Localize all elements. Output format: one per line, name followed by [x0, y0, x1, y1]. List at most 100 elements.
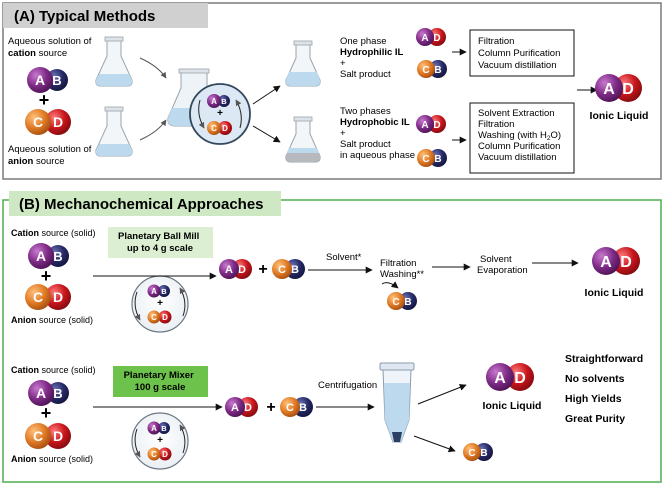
row2-byproduct-cb: B C [463, 443, 493, 461]
lower-purification-steps: Solvent Extraction Filtration Washing (w… [478, 108, 564, 163]
plus-sign: + [39, 90, 50, 110]
row1-anion-label: Anion source (solid) [11, 315, 93, 325]
arrow-cation-to-reactor [139, 57, 167, 79]
mixer-label: Planetary Mixer 100 g scale [124, 370, 197, 393]
lower-purification-box [469, 102, 575, 174]
stir-arrow-right [235, 99, 242, 129]
panel-b-header [9, 191, 281, 216]
svg-text:B: B [53, 249, 62, 264]
ionic-liquid-a: D A [595, 74, 642, 102]
solvent-label: Solvent* [326, 252, 362, 263]
ion-a [27, 67, 53, 93]
centrifugation-label: Centrifugation [318, 380, 377, 391]
ion-c-label: C [33, 114, 43, 130]
ball-mill-label-box [108, 227, 213, 258]
pair-ad-lower: D A [416, 115, 446, 133]
svg-text:A: A [231, 402, 239, 414]
row1-ionic-liquid-label: Ionic Liquid [585, 287, 644, 299]
ion-c [25, 109, 51, 135]
svg-text:A: A [225, 264, 233, 276]
svg-text:D: D [162, 313, 168, 322]
svg-text:B: B [434, 65, 441, 76]
flask-one-phase [285, 40, 321, 87]
svg-text:+: + [41, 266, 52, 286]
svg-text:+: + [157, 435, 163, 446]
svg-text:C: C [286, 402, 294, 414]
panel-a-title: (A) Typical Methods [14, 8, 155, 25]
row2-pair-ab: B A [28, 380, 69, 406]
row2-anion-label: Anion source (solid) [11, 454, 93, 464]
svg-text:D: D [622, 81, 634, 98]
svg-text:A: A [211, 97, 217, 106]
reaction-bubble: B A + D C [189, 83, 251, 145]
svg-text:D: D [433, 120, 440, 131]
arrow-to-one-phase [252, 85, 281, 105]
svg-text:D: D [222, 124, 228, 133]
row1-pair-cb: B C [272, 259, 305, 279]
ion-a-label: A [35, 72, 45, 88]
svg-text:C: C [151, 313, 157, 322]
svg-text:C: C [468, 448, 475, 459]
row2-pair-cd: D C [25, 423, 71, 449]
svg-text:B: B [161, 287, 167, 296]
svg-text:A: A [421, 120, 428, 131]
ball-mill-jar: B A + D C [131, 275, 189, 333]
svg-text:D: D [514, 370, 526, 387]
arrow-to-two-phases [252, 125, 281, 143]
svg-text:A: A [494, 370, 506, 387]
svg-text:C: C [422, 65, 429, 76]
evaporation-label: Solvent Evaporation [477, 254, 528, 276]
row2-arrow-to-byproduct [413, 435, 456, 453]
row1-pair-ab: B A [28, 243, 69, 269]
svg-text:B: B [404, 297, 411, 308]
mixer-jar: B A + D C [131, 412, 189, 470]
svg-text:D: D [53, 428, 63, 444]
svg-text:+: + [266, 399, 275, 416]
row2-pair-cb: B C [280, 397, 313, 417]
row2-cation-label: Cation source (solid) [11, 365, 96, 375]
ion-pair-ab: B A [27, 67, 68, 93]
svg-text:B: B [299, 402, 307, 414]
svg-text:A: A [36, 248, 46, 264]
benefits-list: Straightforward No solvents High Yields … [565, 353, 646, 425]
svg-text:D: D [162, 450, 168, 459]
svg-text:B: B [53, 386, 62, 401]
stir-arrow-left [198, 99, 205, 129]
svg-text:A: A [600, 254, 612, 271]
svg-text:+: + [157, 298, 163, 309]
svg-text:B: B [291, 264, 299, 276]
svg-text:+: + [217, 108, 223, 119]
pair-ad-upper: D A [416, 28, 446, 46]
row2-pair-ad: D A [225, 397, 258, 417]
svg-text:+: + [258, 261, 267, 278]
svg-text:D: D [433, 33, 440, 44]
svg-text:D: D [620, 254, 632, 271]
anion-source-label: Aqueous solution of anion source [8, 144, 94, 167]
svg-text:B: B [161, 424, 167, 433]
panel-b-title: (B) Mechanochemical Approaches [19, 196, 264, 213]
panel-a-header [3, 3, 208, 28]
ion-d-label: D [53, 114, 63, 130]
row1-cation-label: Cation source (solid) [11, 228, 96, 238]
upper-purification-box [469, 29, 575, 77]
row1-byproduct-cb: B C [387, 292, 417, 310]
svg-text:A: A [36, 385, 46, 401]
row2-ionic-liquid-label: Ionic Liquid [483, 400, 542, 412]
row1-pair-cd: D C [25, 284, 71, 310]
svg-text:+: + [41, 403, 52, 423]
svg-text:B: B [221, 97, 227, 106]
row1-pair-ad: D A [219, 259, 252, 279]
svg-text:C: C [151, 450, 157, 459]
upper-route-text: One phase Hydrophilic IL + Salt product [340, 36, 406, 80]
flask-cation [95, 36, 133, 87]
row1-ionic-liquid: D A [592, 247, 640, 275]
pair-cb-lower: B C [417, 149, 447, 167]
flask-anion [95, 106, 133, 157]
mixer-label-box [113, 366, 208, 397]
svg-text:D: D [244, 402, 252, 414]
svg-text:C: C [422, 154, 429, 165]
svg-text:C: C [278, 264, 286, 276]
row2-arrow-to-ionic-liquid [417, 384, 467, 405]
ion-b-label: B [52, 73, 61, 88]
svg-text:C: C [211, 124, 217, 133]
